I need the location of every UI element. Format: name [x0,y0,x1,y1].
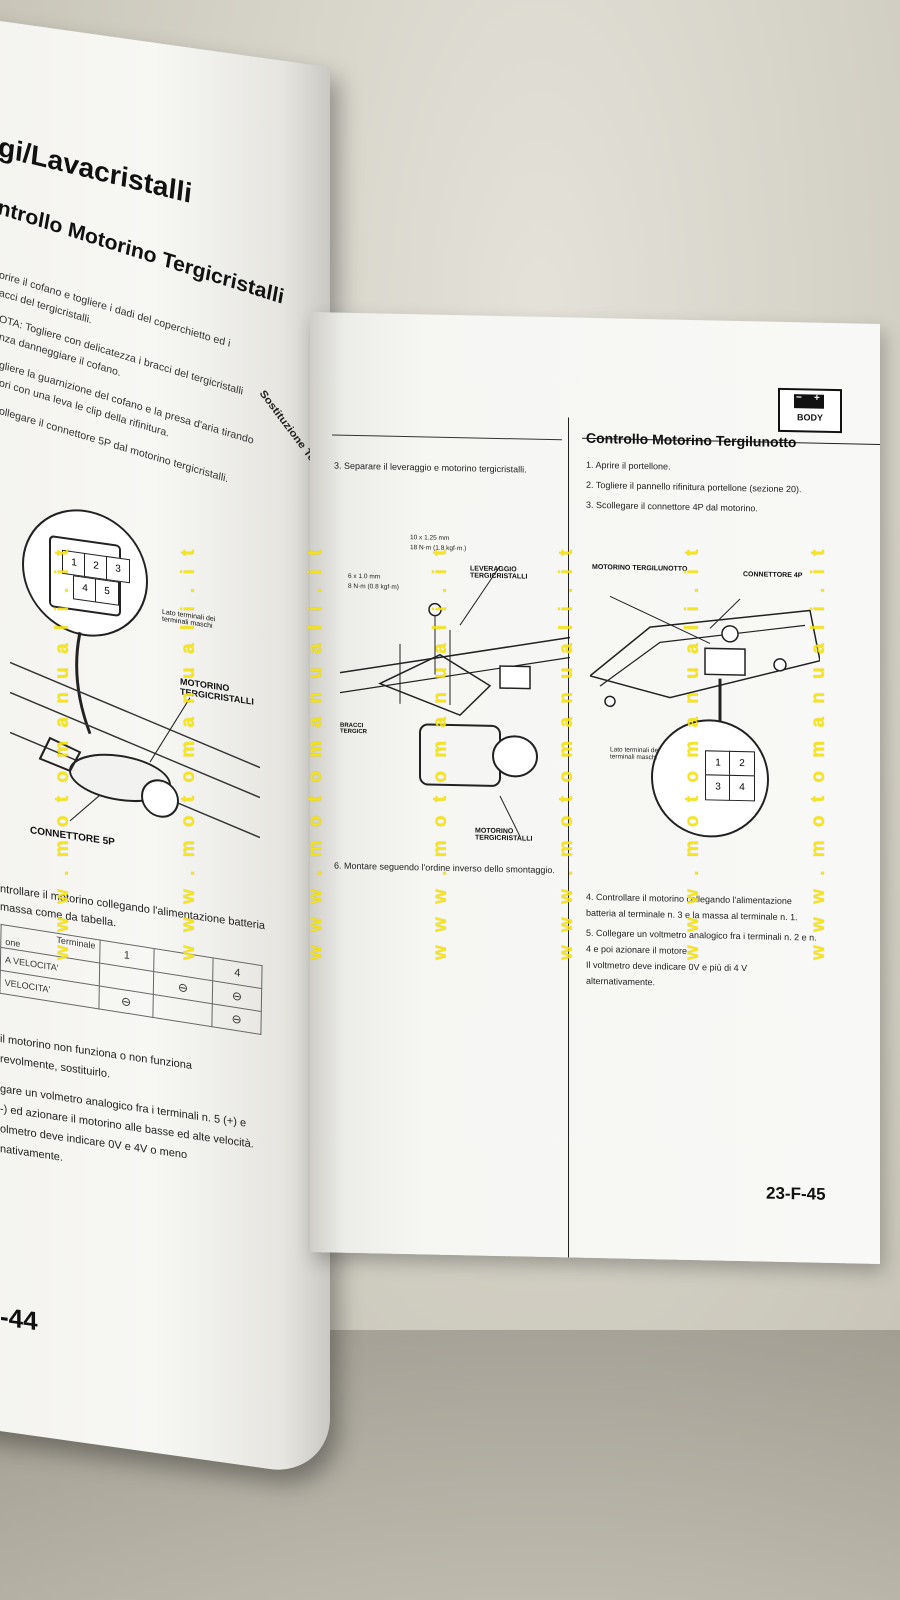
watermark-4: w w w . m o t o m a n u a l i . i t [430,545,451,960]
fig-left-linkage: LEVERAGGIO TERGICRISTALLI [470,565,528,581]
right-step2-4: 4 e poi azionare il motore. [586,943,690,956]
right-page-number: 23-F-45 [766,1183,826,1204]
left-pin-5: 5 [95,578,119,606]
fig-left-arm: BRACCI TERGICR [340,722,367,736]
left-col-step-3: 3. Separare il leveraggio e motorino ter… [334,460,527,475]
right-step-3: 3. Scollegare il connettore 4P dal motor… [586,499,758,514]
battery-plus-icon: + [814,392,820,404]
left-pin-4: 4 [73,575,97,603]
right-step-2: 2. Togliere il pannello rifinitura porte… [586,479,802,495]
left-page-content: gi/Lavacristalli ntrollo Motorino Tergic… [0,21,330,1476]
left-page-number: -44 [0,1301,38,1337]
right-step-1: 1. Aprire il portellone. [586,459,671,472]
left-wiper-figure: 1 2 3 4 5 Lato terminali dei terminali m… [9,492,261,887]
left-page-title: gi/Lavacristalli [0,131,194,209]
rear-pin-3: 3 [705,774,731,801]
body-badge-label: BODY [796,412,823,423]
left-line-5: gliere la guarnizione del cofano e la pr… [0,359,255,447]
watermark-5: w w w . m o t o m a n u a l i . i t [556,545,577,960]
fig-left-torque-1: 10 x 1.25 mm [410,534,450,542]
fig-left-motor: MOTORINO TERGICRISTALLI [475,827,533,843]
wiper-linkage-figure: 10 x 1.25 mm 18 N·m (1.8 kgf·m.) 6 x 1.0… [339,533,571,848]
rear-pin-4: 4 [729,774,755,802]
rear-wiper-figure: 1 2 3 4 Lato terminali dei terminali mas… [588,586,821,851]
right-page-rule-left [332,434,562,441]
fig-right-caption-terminals: Lato terminali dei terminali maschi [610,746,660,762]
battery-minus-icon: − [796,392,802,404]
rear-pin-1: 1 [705,750,731,777]
body-badge: − + BODY [778,387,842,434]
watermark-6: w w w . m o t o m a n u a l i . i t [682,545,703,960]
left-pin-3: 3 [106,555,130,584]
fig-left-torque-2: 6 x 1.0 mm [348,572,381,581]
left-page: gi/Lavacristalli ntrollo Motorino Tergic… [0,12,330,1478]
rear-wiper-diagram [588,595,821,838]
fig-right-caption-motor: MOTORINO TERGILUNOTTO [592,563,688,573]
right-page-title: Controllo Motorino Tergilunotto [586,429,797,451]
right-page: − + BODY Controllo Motorino Tergilunotto… [310,312,880,1264]
left-body2-6: nativamente. [0,1143,63,1164]
watermark-1: w w w . m o t o m a n u a l i . i t [52,545,73,960]
left-test-table: Terminale one 1 4 A VELOCITA' ⊖ ⊖ VELOCI… [0,924,263,1035]
fig-left-torque-2b: 8 N·m (0.8 kgf·m) [348,582,399,591]
left-pin-2: 2 [84,552,108,581]
left-column2-heading: Sostituzione Tergicristalli [256,388,330,508]
watermark-3: w w w . m o t o m a n u a l i . i t [305,545,326,960]
rear-pin-2: 2 [729,750,755,778]
wiper-linkage-diagram [339,565,571,837]
right-step2-5: Il voltmetro deve indicare 0V e più di 4… [586,959,748,974]
watermark-7: w w w . m o t o m a n u a l i . i t [808,545,829,960]
right-step2-6: alternativamente. [586,975,656,988]
watermark-2: w w w . m o t o m a n u a l i . i t [178,545,199,960]
fig-right-caption-connector: CONNETTORE 4P [743,571,803,580]
left-line-3: OTA: Togliere con delicatezza i bracci d… [0,313,245,398]
